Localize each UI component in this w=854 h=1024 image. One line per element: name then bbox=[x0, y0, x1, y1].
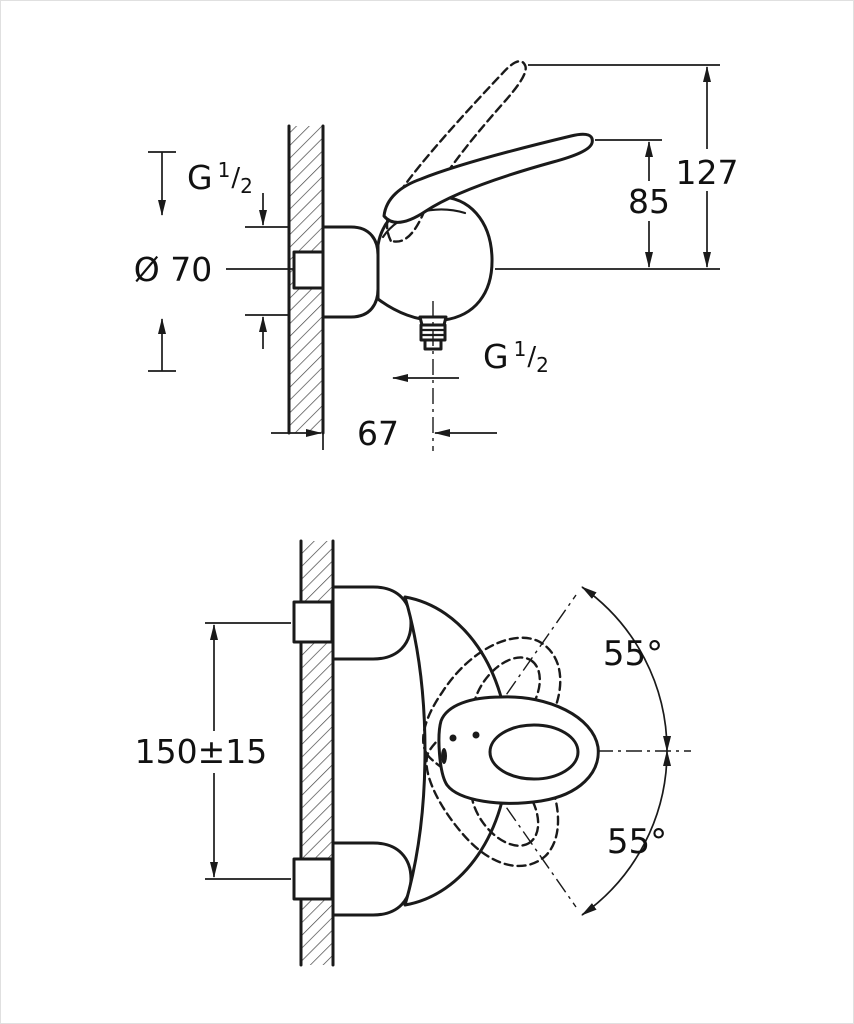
wall-union-top bbox=[292, 600, 334, 644]
lever-side bbox=[382, 132, 594, 224]
dim-127-label: 127 bbox=[676, 153, 739, 192]
ghost-axis-up bbox=[489, 594, 577, 719]
wall-union-bottom bbox=[292, 857, 334, 901]
plan-view: 55° 55° 150±15 bbox=[135, 539, 691, 967]
lever-mark bbox=[441, 748, 447, 764]
dim-150: 150±15 bbox=[135, 622, 291, 880]
swing-angle: 55° 55° bbox=[581, 586, 691, 916]
angle-lower-label: 55° bbox=[607, 822, 667, 862]
escutcheon-bottom bbox=[331, 841, 413, 917]
diameter-label: Ø 70 bbox=[134, 250, 212, 289]
lever-plan bbox=[437, 695, 600, 805]
lever-dot-1 bbox=[449, 734, 457, 742]
dim-150-label: 150±15 bbox=[135, 732, 268, 771]
dim-67-label: 67 bbox=[357, 414, 399, 453]
dim-diameter-70: Ø 70 bbox=[134, 193, 294, 372]
dim-127: 127 bbox=[495, 64, 739, 270]
dim-67: 67 bbox=[271, 387, 497, 453]
wall-union-side bbox=[292, 250, 326, 290]
escutcheon-top bbox=[331, 585, 413, 661]
escutcheon-side bbox=[321, 225, 380, 319]
lever-dot-2 bbox=[472, 731, 480, 739]
angle-upper-label: 55° bbox=[603, 634, 663, 674]
dim-85-label: 85 bbox=[628, 182, 670, 221]
dim-85: 85 bbox=[595, 139, 675, 268]
ghost-axis-down bbox=[489, 783, 577, 908]
